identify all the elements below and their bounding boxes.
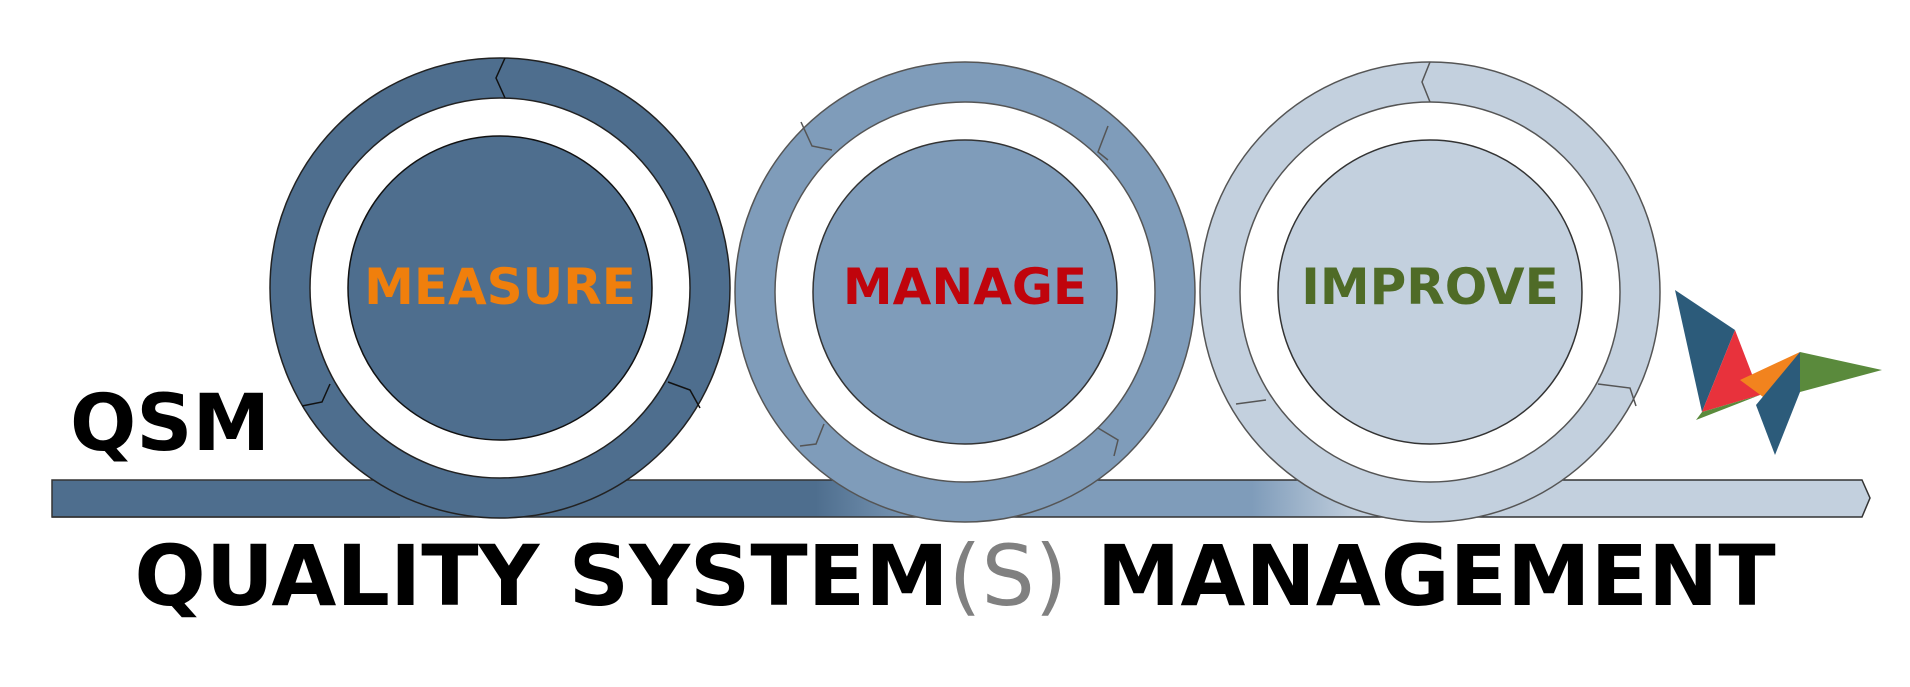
ring-joint (495, 57, 506, 99)
stage-label: MANAGE (843, 258, 1087, 316)
stage-measure: MEASURE (269, 57, 731, 519)
title-paren-close: ) (1035, 527, 1068, 625)
title-before: QUALITY SYSTEM (134, 527, 948, 625)
stage-core (1277, 139, 1583, 445)
ring-joint (1597, 383, 1637, 407)
page-title: QUALITY SYSTEM(S) MANAGEMENT (134, 527, 1775, 625)
ring-joint (667, 381, 701, 409)
stage-improve: IMPROVE (1199, 61, 1661, 523)
ring-joint (1097, 427, 1119, 457)
ring-joint (301, 383, 331, 407)
stage-core (347, 135, 653, 441)
ring-joint (799, 423, 825, 447)
qsm-logo-icon (1675, 290, 1882, 455)
title-paren-open: ( (949, 527, 982, 625)
ring-joint (800, 121, 833, 151)
stage-manage: MANAGE (734, 61, 1196, 523)
ring-joint (1097, 125, 1109, 161)
title-paren-letter: S (981, 527, 1034, 625)
stage-core (812, 139, 1118, 445)
stage-label: IMPROVE (1301, 258, 1559, 316)
qsm-abbreviation: QSM (70, 379, 270, 469)
ring-joint (1235, 399, 1267, 405)
stage-label: MEASURE (364, 258, 636, 316)
title-after: MANAGEMENT (1068, 527, 1776, 625)
ring-joint (1421, 61, 1431, 103)
